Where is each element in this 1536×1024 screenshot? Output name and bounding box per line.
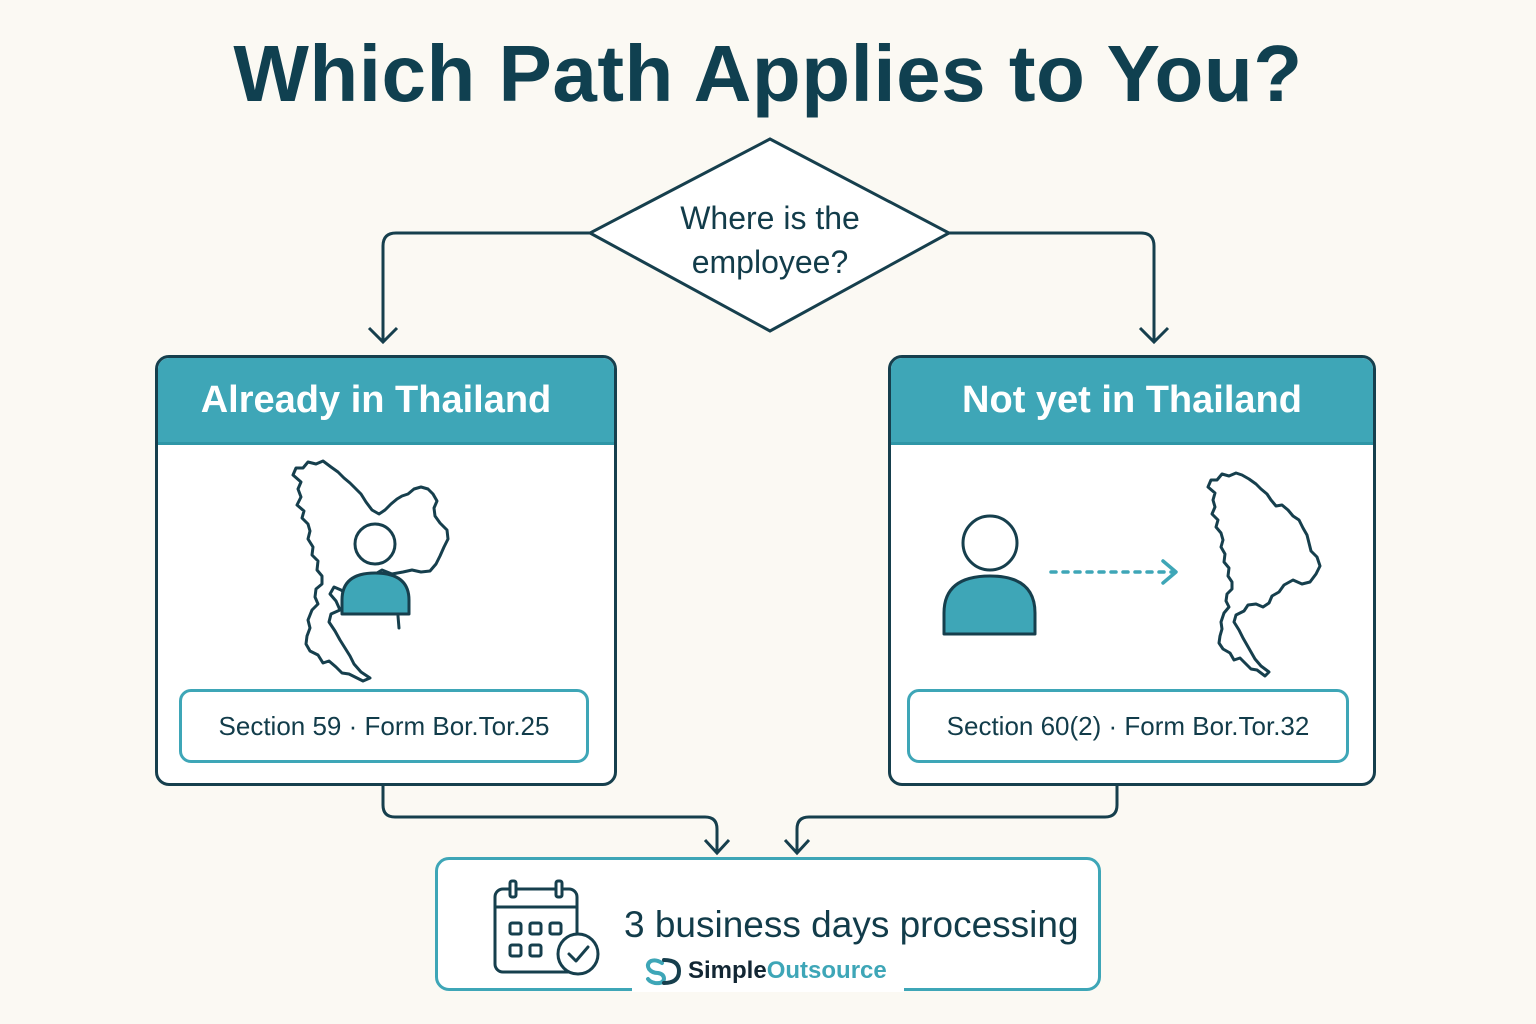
- decision-question-line2: employee?: [691, 244, 849, 280]
- brand-name-part2: Outsource: [766, 957, 887, 984]
- path-illustration: [942, 471, 1322, 678]
- path-card-heading: Not yet in Thailand: [891, 358, 1373, 445]
- thailand-map-icon: [1206, 471, 1322, 678]
- connector-right-branch: [949, 231, 1156, 340]
- connector-merge-left: [381, 782, 719, 851]
- decision-question: Where is the employee?: [640, 196, 900, 284]
- thailand-map-icon: [291, 459, 450, 683]
- arrowhead-left-branch: [367, 326, 399, 345]
- arrowhead-right-branch: [1138, 326, 1170, 345]
- brand-mark-icon: [645, 958, 682, 986]
- page-title: Which Path Applies to You?: [233, 29, 1303, 118]
- path-card-not-yet-in-thailand: Not yet in Thailand Section 60(2) · Form…: [888, 355, 1376, 786]
- connector-left-branch: [381, 231, 590, 340]
- calendar-check-icon: [493, 879, 600, 976]
- brand-name: SimpleOutsource: [688, 957, 887, 985]
- path-form-label: Section 59 · Form Bor.Tor.25: [179, 689, 589, 763]
- processing-time-box: 3 business days processing: [435, 857, 1101, 991]
- brand-name-part1: Simple: [688, 957, 767, 984]
- brand-logo: SimpleOutsource: [632, 950, 904, 992]
- arrowhead-merge-right: [783, 838, 811, 856]
- decision-question-line1: Where is the: [680, 200, 860, 236]
- arrowhead-merge-left: [703, 838, 731, 856]
- path-card-heading: Already in Thailand: [158, 358, 614, 445]
- processing-time-text: 3 business days processing: [624, 904, 1079, 945]
- person-icon: [942, 514, 1037, 636]
- decision-diamond: [586, 137, 953, 333]
- person-icon: [340, 522, 411, 616]
- connector-merge-right: [795, 782, 1119, 851]
- path-card-already-in-thailand: Already in Thailand Section 59 · Form Bo…: [155, 355, 617, 786]
- dotted-arrow-icon: [1049, 559, 1178, 585]
- path-illustration: [291, 459, 450, 683]
- path-form-label: Section 60(2) · Form Bor.Tor.32: [907, 689, 1349, 763]
